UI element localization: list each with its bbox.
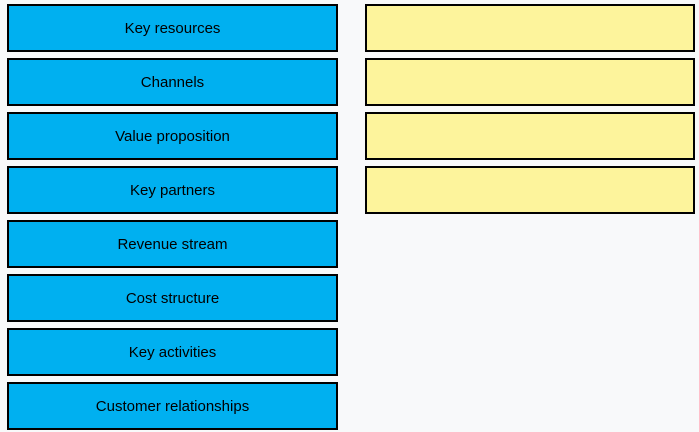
drop-target-2[interactable] bbox=[365, 58, 695, 106]
options-column: Key resources Channels Value proposition… bbox=[7, 4, 338, 430]
drop-target-3[interactable] bbox=[365, 112, 695, 160]
option-box-value-proposition[interactable]: Value proposition bbox=[7, 112, 338, 160]
option-box-customer-relationships[interactable]: Customer relationships bbox=[7, 382, 338, 430]
option-box-key-activities[interactable]: Key activities bbox=[7, 328, 338, 376]
drop-target-4[interactable] bbox=[365, 166, 695, 214]
option-box-key-partners[interactable]: Key partners bbox=[7, 166, 338, 214]
drop-target-1[interactable] bbox=[365, 4, 695, 52]
option-label: Key activities bbox=[128, 343, 217, 361]
option-label: Channels bbox=[140, 73, 205, 91]
option-label: Cost structure bbox=[125, 289, 220, 307]
option-label: Key resources bbox=[124, 19, 221, 37]
option-label: Customer relationships bbox=[95, 397, 250, 415]
option-box-cost-structure[interactable]: Cost structure bbox=[7, 274, 338, 322]
option-label: Key partners bbox=[129, 181, 216, 199]
option-label: Value proposition bbox=[115, 127, 230, 145]
targets-column bbox=[365, 4, 695, 214]
option-box-channels[interactable]: Channels bbox=[7, 58, 338, 106]
option-box-revenue-stream[interactable]: Revenue stream bbox=[7, 220, 338, 268]
option-box-key-resources[interactable]: Key resources bbox=[7, 4, 338, 52]
option-label: Revenue stream bbox=[117, 235, 228, 253]
